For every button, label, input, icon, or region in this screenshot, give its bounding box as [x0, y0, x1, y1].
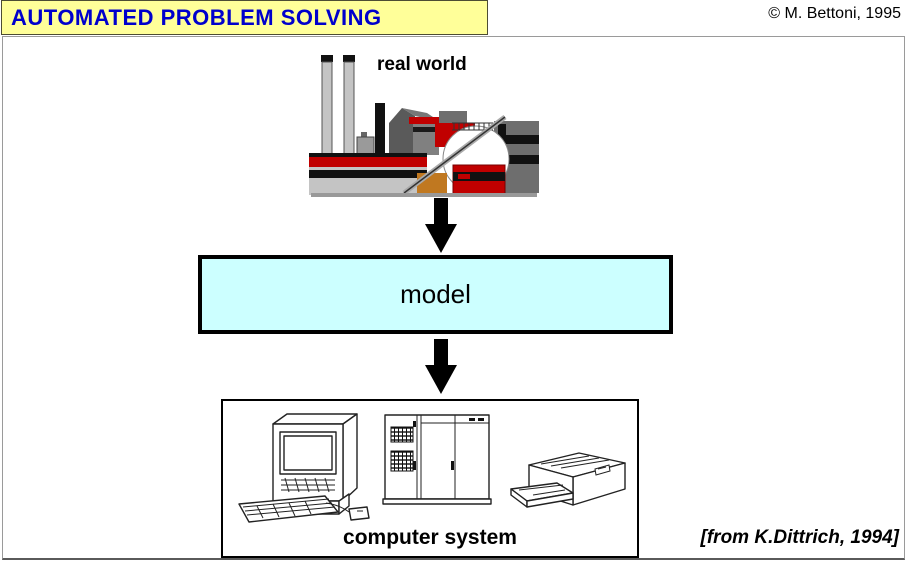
computer-system-label: computer system — [343, 526, 517, 549]
desktop-computer-icon — [238, 413, 370, 523]
server-cabinet-icon — [382, 414, 492, 505]
down-arrow-icon — [425, 339, 457, 394]
citation: [from K.Dittrich, 1994] — [700, 527, 899, 548]
content-frame: real world — [2, 36, 905, 560]
page-title: AUTOMATED PROBLEM SOLVING — [11, 4, 382, 30]
model-box: model — [198, 255, 673, 334]
computer-system-box: computer system — [221, 399, 639, 558]
copyright-notice: © M. Bettoni, 1995 — [768, 5, 901, 22]
model-label: model — [400, 279, 471, 309]
real-world-label: real world — [377, 54, 467, 75]
title-bar: AUTOMATED PROBLEM SOLVING — [1, 0, 488, 35]
factory-icon — [309, 55, 539, 197]
printer-icon — [510, 452, 626, 508]
down-arrow-icon — [425, 198, 457, 253]
